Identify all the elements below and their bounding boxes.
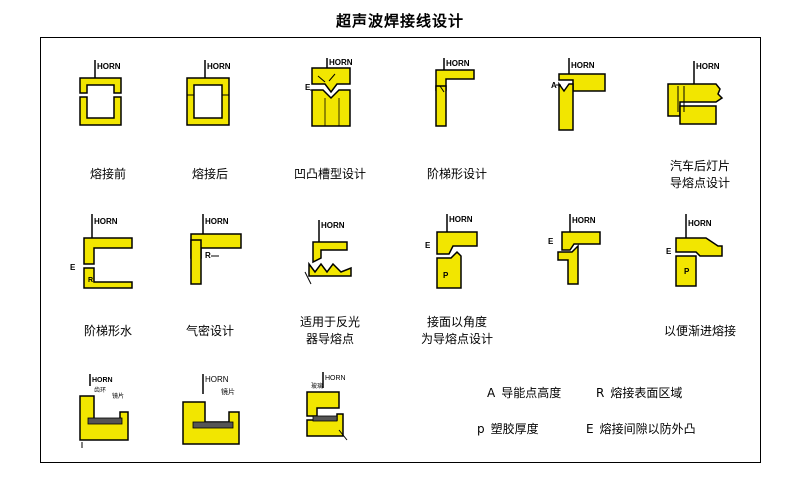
diagram-reflector: HORN bbox=[265, 212, 385, 292]
horn-label: HORN bbox=[207, 62, 231, 71]
diagram-tongue-groove: HORN E bbox=[265, 56, 385, 131]
diagram-after-weld: HORN bbox=[145, 58, 265, 133]
horn-label: HORN bbox=[205, 375, 229, 384]
horn-label: HORN bbox=[321, 221, 345, 230]
callout-r: R bbox=[205, 251, 211, 260]
diagram-energy-director: HORN A bbox=[515, 56, 635, 131]
caption-tongue-groove: 凹凸槽型设计 bbox=[293, 167, 366, 181]
caption-angled-joint: 接面以角度 为导熔点设计 bbox=[420, 315, 493, 346]
callout-e: E bbox=[666, 247, 672, 256]
callout-a: A bbox=[551, 81, 557, 90]
caption-reflector: 适用于反光 器导熔点 bbox=[299, 315, 360, 346]
diagram-step-design: HORN bbox=[392, 56, 512, 131]
horn-label: HORN bbox=[92, 377, 113, 384]
horn-label: HORN bbox=[572, 216, 596, 225]
caption-airtight: 气密设计 bbox=[185, 324, 234, 338]
diagram-angled-joint: HORN E P bbox=[395, 212, 515, 292]
caption-progressive-weld: 以便渐进熔接 bbox=[663, 324, 736, 338]
callout-e: E bbox=[548, 237, 554, 246]
callout-p: P bbox=[443, 271, 449, 280]
diagram-airtight: HORN R bbox=[145, 212, 265, 292]
caption-before-weld: 熔接前 bbox=[89, 167, 126, 181]
horn-label: HORN bbox=[571, 61, 595, 70]
label-gear-ring: 齿环 bbox=[94, 386, 106, 394]
horn-label: HORN bbox=[94, 217, 118, 226]
horn-label: HORN bbox=[696, 62, 720, 71]
diagram-glass: HORN 玻璃 bbox=[265, 370, 385, 450]
diagram-step-water: HORN E R bbox=[48, 212, 168, 292]
horn-label: HORN bbox=[449, 215, 473, 224]
horn-label: HORN bbox=[688, 219, 712, 228]
horn-label: HORN bbox=[329, 58, 353, 67]
diagram-lens: HORN 镜片 bbox=[145, 372, 265, 452]
caption-step-design: 阶梯形设计 bbox=[426, 167, 487, 181]
label-lens: 镜片 bbox=[112, 392, 124, 400]
diagram-lens-gear-ring: HORN 齿环 镜片 bbox=[48, 372, 168, 452]
horn-label: HORN bbox=[97, 62, 121, 71]
callout-e: E bbox=[425, 241, 431, 250]
callout-p: P bbox=[684, 267, 690, 276]
diagram-frame bbox=[40, 37, 761, 463]
horn-label: HORN bbox=[205, 217, 229, 226]
page-title: 超声波焊接线设计 bbox=[335, 12, 464, 30]
caption-after-weld: 熔接后 bbox=[191, 167, 228, 181]
label-glass: 玻璃 bbox=[311, 382, 323, 390]
callout-e: E bbox=[70, 263, 76, 272]
horn-label: HORN bbox=[446, 59, 470, 68]
label-lens: 镜片 bbox=[221, 387, 235, 396]
diagram-progressive-weld: HORN E P bbox=[640, 212, 760, 292]
diagram-step-e: HORN E bbox=[512, 212, 632, 292]
caption-tail-lamp: 汽车后灯片 导熔点设计 bbox=[669, 159, 730, 190]
callout-r: R bbox=[88, 277, 93, 284]
diagram-before-weld: HORN bbox=[48, 58, 168, 133]
diagram-tail-lamp: HORN bbox=[640, 56, 760, 131]
horn-label: HORN bbox=[325, 375, 346, 382]
caption-step-water: 阶梯形水 bbox=[83, 324, 132, 338]
callout-e: E bbox=[305, 83, 311, 92]
